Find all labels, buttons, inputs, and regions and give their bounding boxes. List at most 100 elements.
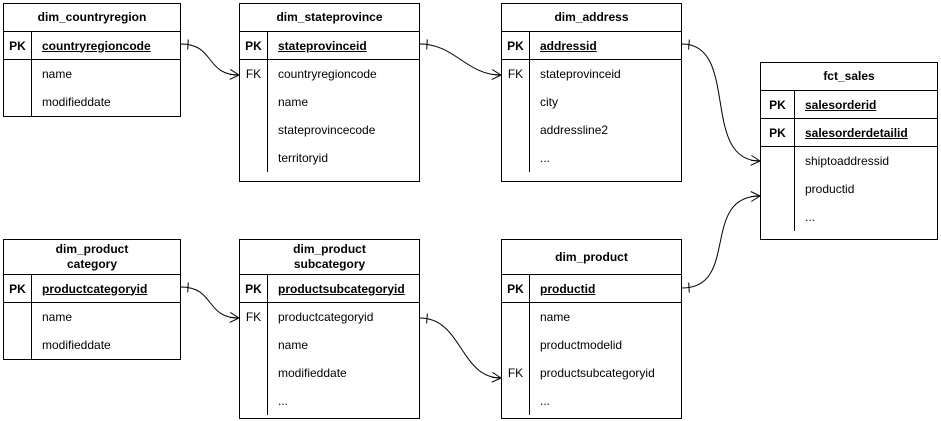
entity-title-line: dim_product	[55, 242, 129, 256]
cardinality-many-foot	[492, 69, 502, 76]
relationship-rel-productsubcategory-product	[419, 313, 502, 383]
attribute-name: name	[42, 310, 73, 324]
attribute-row[interactable]: modifieddate	[240, 359, 419, 387]
attribute-name: territoryid	[278, 151, 329, 165]
cardinality-many-foot	[751, 195, 761, 202]
attribute-key-badge	[240, 331, 268, 359]
attribute-key-badge	[4, 303, 32, 331]
relationship-line	[681, 195, 761, 289]
attribute-name: productcategoryid	[278, 310, 374, 324]
attribute-row[interactable]: territoryid	[240, 144, 419, 172]
cardinality-one-tick	[187, 282, 189, 293]
attribute-key-badge	[502, 88, 530, 116]
attribute-name: productid	[805, 182, 855, 196]
cardinality-many-foot	[491, 74, 502, 80]
attribute-row[interactable]: FK stateprovinceid	[502, 60, 681, 88]
attribute-key-badge: FK	[502, 60, 530, 88]
attribute-row[interactable]: name	[4, 303, 180, 331]
attribute-name: productsubcategoryid	[540, 366, 655, 380]
entity-title-line: subcategory	[293, 257, 366, 271]
cardinality-one-tick	[426, 39, 428, 50]
attribute-row[interactable]: ...	[761, 203, 937, 231]
attribute-key-badge	[502, 331, 530, 359]
entity-title-dim_address: dim_address	[502, 4, 681, 32]
attribute-key-badge	[4, 88, 32, 116]
attribute-row[interactable]: stateprovincecode	[240, 116, 419, 144]
attribute-key-badge: PK	[240, 32, 268, 59]
entity-title-dim_countryregion: dim_countryregion	[4, 4, 180, 32]
cardinality-many-foot	[229, 73, 240, 76]
attribute-key-badge	[240, 116, 268, 144]
attribute-row[interactable]: modifieddate	[4, 331, 180, 359]
cardinality-one-tick	[426, 313, 428, 324]
attribute-row[interactable]: productid	[761, 175, 937, 203]
attribute-row[interactable]: productmodelid	[502, 331, 681, 359]
attribute-key-badge: FK	[502, 359, 530, 387]
relationship-rel-countryregion-stateprovince	[180, 39, 240, 80]
attribute-row[interactable]: modifieddate	[4, 88, 180, 116]
entity-title-line: dim_product	[555, 249, 628, 264]
attribute-name: salesorderdetailid	[805, 125, 908, 140]
attribute-row[interactable]: PK countryregioncode	[4, 32, 180, 60]
attribute-name: countryregioncode	[278, 67, 377, 81]
attribute-row[interactable]: shiptoaddressid	[761, 147, 937, 175]
cardinality-many-foot	[751, 154, 761, 162]
attribute-key-badge	[4, 331, 32, 359]
attribute-name: stateprovinceid	[278, 38, 367, 53]
attribute-key-badge: PK	[4, 32, 32, 59]
cardinality-many-foot	[230, 69, 240, 76]
attribute-key-badge: PK	[4, 275, 32, 302]
attribute-row[interactable]: ...	[502, 144, 681, 172]
entity-title-dim_product: dim_product	[502, 240, 681, 275]
relationship-line	[681, 43, 761, 162]
attribute-name: productmodelid	[540, 338, 623, 352]
attribute-name: stateprovinceid	[540, 67, 621, 81]
relationship-line	[419, 43, 502, 76]
attribute-row[interactable]: PK stateprovinceid	[240, 32, 419, 60]
attribute-key-badge: PK	[502, 32, 530, 59]
attribute-row[interactable]: FK productsubcategoryid	[502, 359, 681, 387]
attribute-name: city	[540, 95, 558, 109]
attribute-row[interactable]: name	[502, 303, 681, 331]
cardinality-many-foot	[750, 195, 761, 197]
attribute-row[interactable]: name	[240, 88, 419, 116]
attribute-key-badge: PK	[761, 119, 795, 146]
attribute-row[interactable]: PK salesorderdetailid	[761, 119, 937, 147]
attribute-name: ...	[540, 151, 551, 165]
attribute-name: name	[278, 95, 309, 109]
relationship-rel-stateprovince-address	[419, 39, 502, 80]
attribute-key-badge	[502, 387, 530, 415]
attribute-key-badge	[502, 116, 530, 144]
cardinality-many-foot	[750, 159, 761, 162]
attribute-row[interactable]: ...	[502, 387, 681, 415]
attribute-key-badge: FK	[240, 303, 268, 331]
attribute-name: countryregioncode	[42, 38, 151, 53]
cardinality-many-foot	[230, 312, 240, 319]
attribute-row[interactable]: name	[4, 60, 180, 88]
attribute-row[interactable]: addressline2	[502, 116, 681, 144]
attribute-name: addressline2	[540, 123, 609, 137]
attribute-row[interactable]: name	[240, 331, 419, 359]
attribute-row[interactable]: ...	[240, 387, 419, 415]
attribute-row[interactable]: FK productcategoryid	[240, 303, 419, 331]
attribute-key-badge	[240, 144, 268, 172]
cardinality-many-foot	[229, 74, 240, 80]
attribute-row[interactable]: city	[502, 88, 681, 116]
